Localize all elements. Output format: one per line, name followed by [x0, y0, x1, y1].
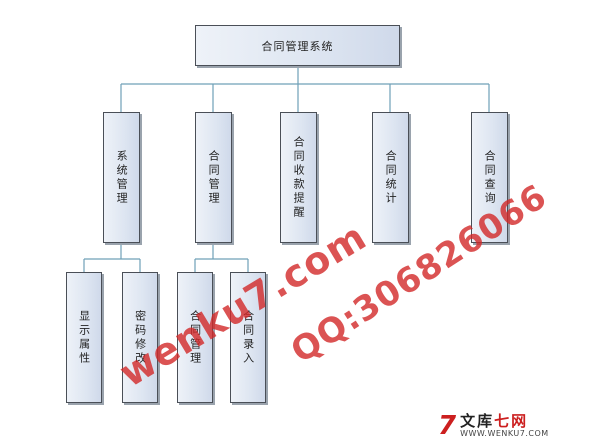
logo-text: 文库七网 WWW.WENKU7.COM: [460, 414, 549, 438]
module-label: 合同统计: [384, 149, 398, 206]
module-label: 合同收款提醒: [292, 135, 306, 220]
site-logo: 7 文库七网 WWW.WENKU7.COM: [438, 412, 586, 440]
root-node: 合同管理系统: [195, 25, 400, 66]
logo-name-part2: 七网: [494, 412, 529, 430]
submodule-label: 显示属性: [77, 309, 91, 366]
submodule-node-display-properties: 显示属性: [66, 272, 102, 403]
logo-url: WWW.WENKU7.COM: [460, 429, 549, 438]
module-node-contract-management: 合同管理: [195, 112, 232, 243]
logo-seven-icon: 7: [438, 411, 457, 441]
submodule-node-password-change: 密码修改: [122, 272, 158, 403]
module-node-contract-statistics: 合同统计: [372, 112, 409, 243]
submodule-label: 合同管理: [188, 309, 202, 366]
logo-name-part1: 文库: [460, 412, 495, 430]
submodule-node-contract-management: 合同管理: [177, 272, 213, 403]
logo-name: 文库七网: [460, 414, 549, 429]
module-label: 合同查询: [483, 149, 497, 206]
submodule-label: 密码修改: [133, 309, 147, 366]
root-node-label: 合同管理系统: [261, 39, 334, 53]
submodule-node-contract-entry: 合同录入: [230, 272, 266, 403]
module-node-contract-query: 合同查询: [471, 112, 508, 243]
module-label: 合同管理: [207, 149, 221, 206]
submodule-label: 合同录入: [241, 309, 255, 366]
module-node-payment-reminder: 合同收款提醒: [280, 112, 317, 243]
module-node-system-management: 系统管理: [103, 112, 140, 243]
module-label: 系统管理: [115, 149, 129, 206]
